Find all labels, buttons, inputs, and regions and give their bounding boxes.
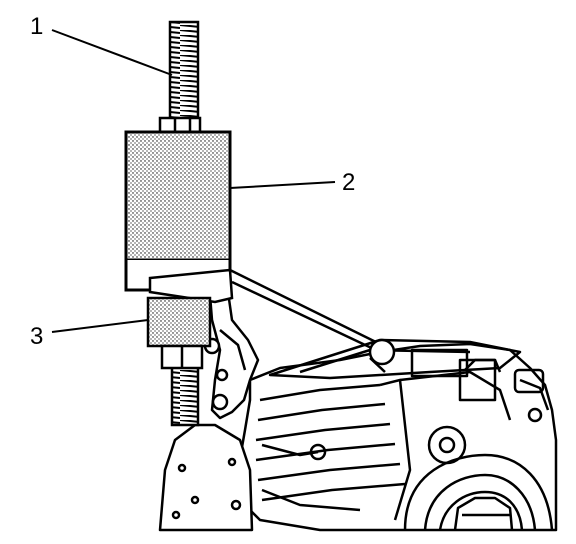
leader-line-2: [229, 181, 336, 189]
callout-label-3: 3: [30, 323, 43, 350]
leader-line-3: [51, 319, 149, 333]
linkage-arm: [229, 268, 396, 373]
callout-label-2: 2: [342, 169, 355, 196]
puller-cylinder: [124, 130, 234, 304]
housing: [236, 338, 558, 532]
callout-labels: 1 2 3: [30, 13, 355, 350]
callout-label-1: 1: [30, 13, 43, 40]
leader-line-1: [51, 29, 173, 76]
leader-lines: [51, 29, 336, 333]
nut: [146, 296, 212, 370]
puller-jaw: [158, 290, 260, 532]
